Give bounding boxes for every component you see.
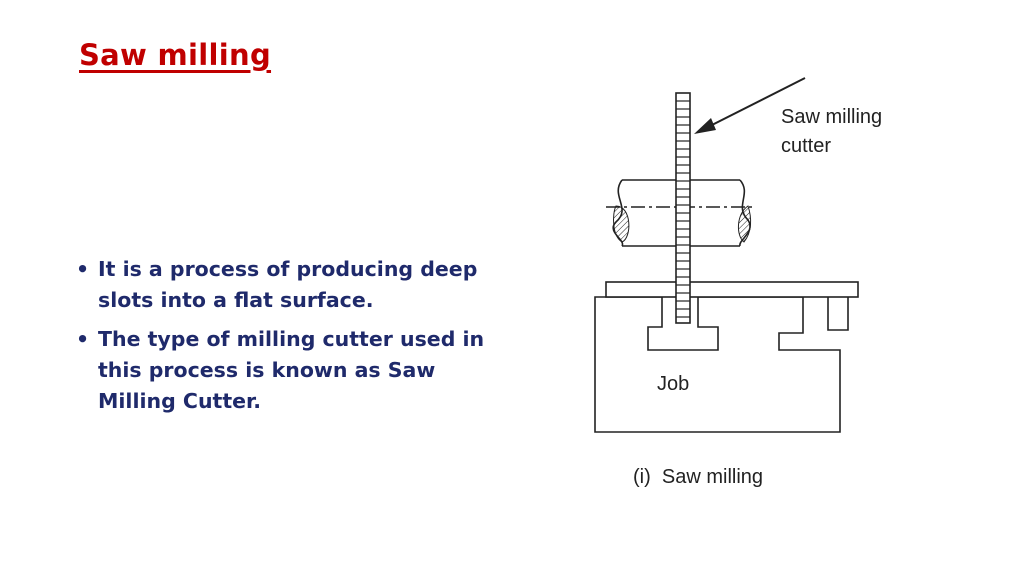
workpiece xyxy=(594,296,841,433)
slide-title: Saw milling xyxy=(79,38,272,72)
label-leader-line xyxy=(705,77,806,129)
saw-milling-diagram: Saw milling cutter Job (i) Saw milling xyxy=(594,77,882,488)
bullet-list: • It is a process of producing deep slot… xyxy=(76,254,516,425)
bullet-text: It is a process of producing deep slots … xyxy=(98,257,478,312)
bullet-text: The type of milling cutter used in this … xyxy=(98,327,485,413)
job-label: Job xyxy=(657,373,689,395)
cutter-label-line2: cutter xyxy=(781,135,831,157)
diagram-caption: (i) Saw milling xyxy=(633,466,763,488)
cutter-teeth xyxy=(676,100,690,318)
saw-milling-cutter xyxy=(675,92,691,324)
bullet-item: • It is a process of producing deep slot… xyxy=(76,254,516,316)
label-arrow-head xyxy=(694,118,716,134)
bullet-marker: • xyxy=(76,257,90,281)
right-clamp xyxy=(827,297,849,331)
top-plate xyxy=(605,281,859,298)
arbor-left-hatch xyxy=(613,205,630,243)
bullet-marker: • xyxy=(76,327,90,351)
bullet-item: • The type of milling cutter used in thi… xyxy=(76,324,516,417)
cutter-label-line1: Saw milling xyxy=(781,106,882,128)
arbor-right-hatch xyxy=(738,205,752,243)
